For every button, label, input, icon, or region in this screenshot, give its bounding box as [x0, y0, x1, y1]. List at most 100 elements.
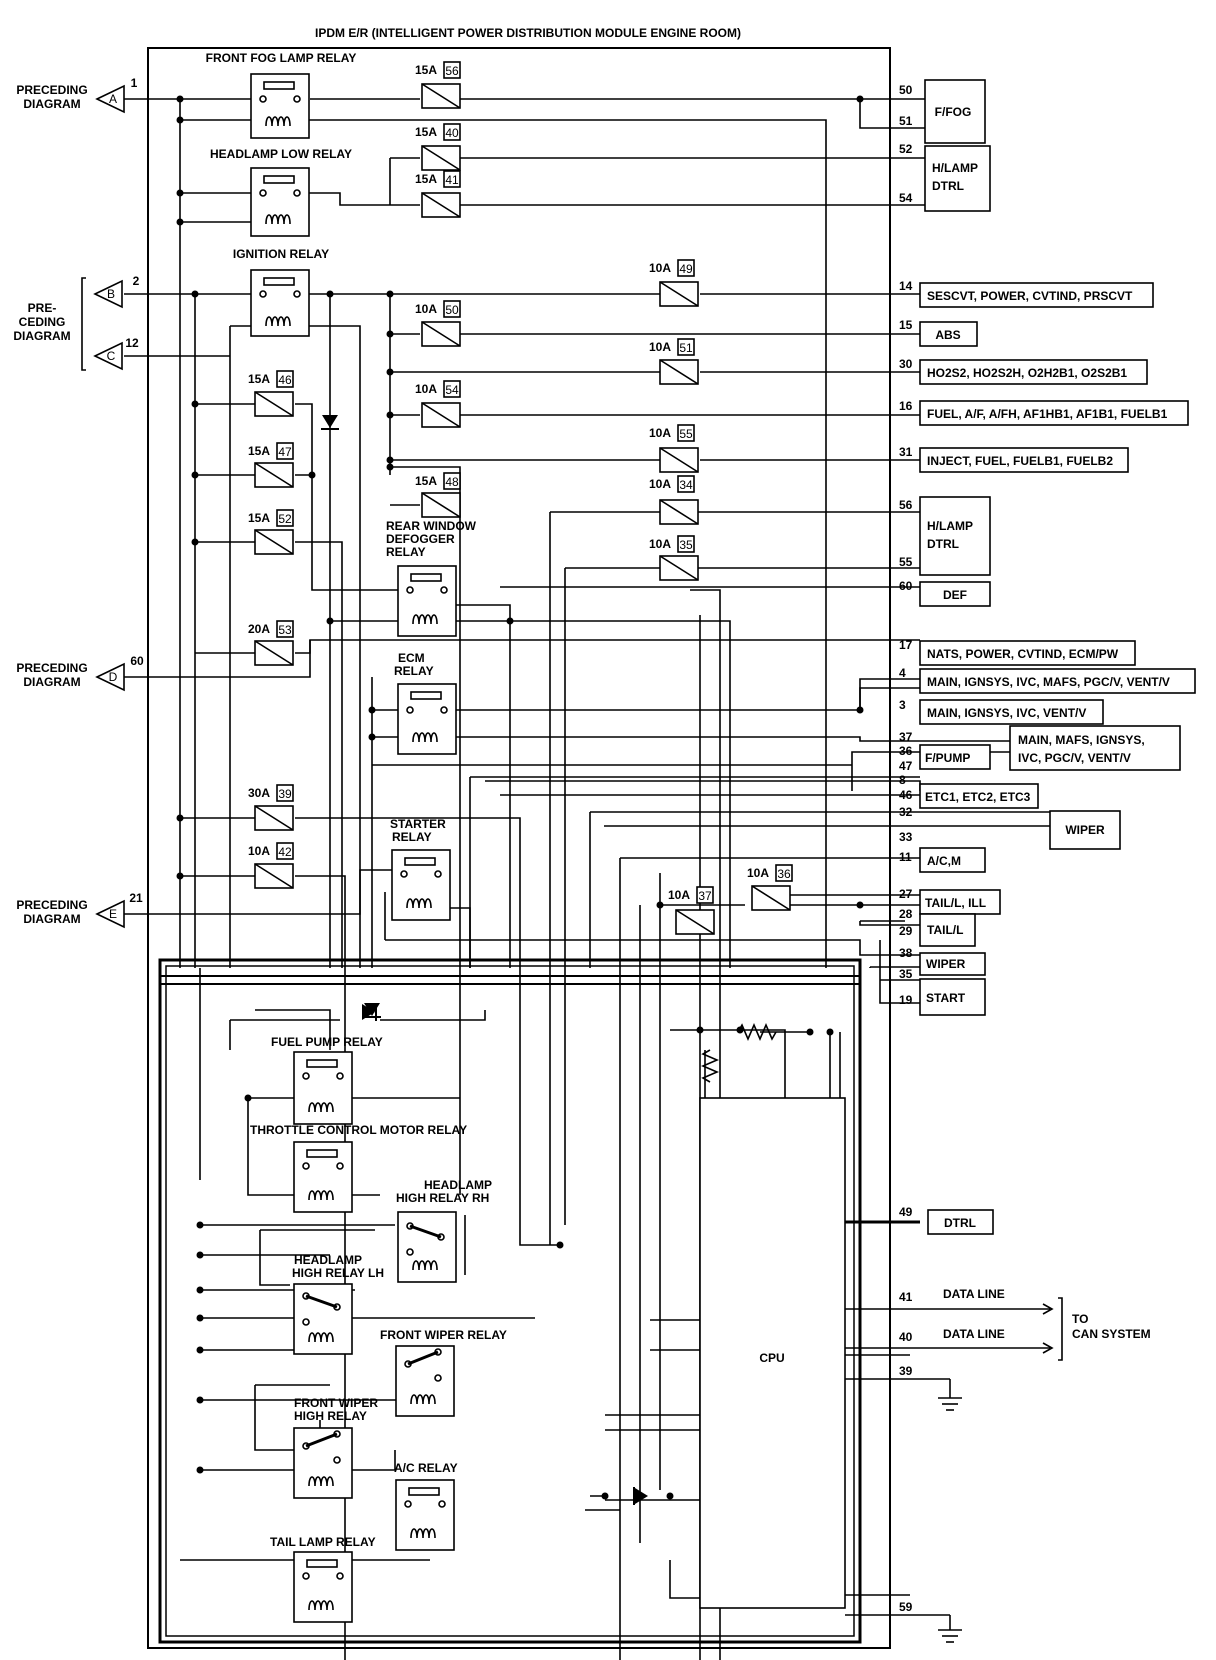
connector-e-id: E [109, 907, 117, 921]
fuse-56: 15A 56 [415, 61, 461, 109]
ecm-relay: ECM RELAY [394, 651, 457, 755]
fuse-50-num: 50 [445, 303, 459, 317]
throttle-control-motor-relay-label: THROTTLE CONTROL MOTOR RELAY [250, 1123, 467, 1137]
pin-32: 32 [899, 805, 913, 819]
pin-51: 51 [899, 114, 913, 128]
output-dtrl[interactable]: 49 DTRL [899, 1205, 994, 1235]
fuse-36-amp: 10A [747, 866, 769, 880]
pin-31: 31 [899, 445, 913, 459]
output-ho2s2-label: HO2S2, HO2S2H, O2H2B1, O2S2B1 [927, 366, 1127, 380]
headlamp-high-relay-rh: HEADLAMP HIGH RELAY RH [396, 1178, 492, 1283]
output-inject-label: INJECT, FUEL, FUELB1, FUELB2 [927, 454, 1113, 468]
output-start-label: START [926, 991, 966, 1005]
output-main-37-label-1: MAIN, MAFS, IGNSYS, [1018, 733, 1145, 747]
fuse-42: 10A 42 [248, 842, 294, 889]
output-ho2s2[interactable]: 30 HO2S2, HO2S2H, O2H2B1, O2S2B1 [899, 357, 1148, 385]
data-line-40[interactable]: 40 DATA LINE [845, 1327, 1054, 1354]
fuse-47-num: 47 [278, 445, 292, 459]
connector-e-label-line1: PRECEDING [16, 898, 87, 912]
rear-window-defogger-relay: REAR WINDOW DEFOGGER RELAY [386, 519, 477, 637]
output-fpump-label: F/PUMP [925, 751, 970, 765]
fuse-40-num: 40 [445, 126, 459, 140]
output-tail-ill-label: TAIL/L, ILL [925, 896, 986, 910]
fuse-39-num: 39 [278, 787, 292, 801]
pin-17: 17 [899, 638, 913, 652]
connector-b[interactable]: PRE- CEDING DIAGRAM B 2 [13, 274, 140, 371]
front-wiper-high-relay-label-1: FRONT WIPER [294, 1396, 378, 1410]
front-wiper-high-relay: FRONT WIPER HIGH RELAY [293, 1396, 378, 1499]
fuse-37-amp: 10A [668, 888, 690, 902]
fuse-40: 15A 40 [415, 123, 461, 171]
fuse-52-amp: 15A [248, 511, 270, 525]
headlamp-high-relay-rh-label-2: HIGH RELAY RH [396, 1191, 489, 1205]
output-wiper-2-label: WIPER [926, 957, 966, 971]
connector-a-label-line1: PRECEDING [16, 83, 87, 97]
output-def[interactable]: 60 DEF [899, 579, 991, 607]
pin-30: 30 [899, 357, 913, 371]
output-nats[interactable]: 17 NATS, POWER, CVTIND, ECM/PW [899, 638, 1136, 666]
output-etc[interactable]: 8 46 ETC1, ETC2, ETC3 [899, 773, 1039, 809]
headlamp-low-relay: HEADLAMP LOW RELAY [210, 147, 352, 237]
output-acm[interactable]: 11 A/C,M [899, 847, 986, 873]
fuse-56-amp: 15A [415, 63, 437, 77]
connector-e[interactable]: PRECEDING DIAGRAM E 21 [16, 891, 143, 929]
pin-50: 50 [899, 83, 913, 97]
fuse-34: 10A 34 [649, 475, 699, 525]
fuse-47-amp: 15A [248, 444, 270, 458]
fuse-37-num: 37 [698, 889, 712, 903]
output-tail-ill[interactable]: 27 TAIL/L, ILL [899, 887, 1001, 915]
output-main-4[interactable]: 4 MAIN, IGNSYS, IVC, MAFS, PGC/V, VENT/V [899, 666, 1196, 694]
connector-c-id: C [107, 349, 116, 363]
output-inject[interactable]: 31 INJECT, FUEL, FUELB1, FUELB2 [899, 445, 1129, 473]
pin-40: 40 [899, 1330, 913, 1344]
fuse-36: 10A 36 [747, 864, 793, 911]
headlamp-high-relay-lh-label-1: HEADLAMP [294, 1253, 362, 1267]
ground-59: 59 [845, 1600, 962, 1643]
headlamp-high-relay-rh-label-1: HEADLAMP [424, 1178, 492, 1192]
output-start[interactable]: 35 19 START [899, 967, 986, 1016]
fuse-48-amp: 15A [415, 474, 437, 488]
data-line-41[interactable]: 41 DATA LINE [845, 1287, 1054, 1315]
connector-c[interactable]: C 12 [93, 336, 139, 371]
fuse-35-amp: 10A [649, 537, 671, 551]
connector-a[interactable]: PRECEDING DIAGRAM A 1 [16, 76, 138, 114]
output-wiper-2[interactable]: 38 WIPER [899, 946, 986, 976]
fuse-52-num: 52 [278, 512, 292, 526]
pin-54: 54 [899, 191, 913, 205]
output-abs[interactable]: 15 ABS [899, 318, 978, 347]
pin-28: 28 [899, 907, 913, 921]
output-sescvt[interactable]: 14 SESCVT, POWER, CVTIND, PRSCVT [899, 279, 1154, 308]
pin-19: 19 [899, 993, 913, 1007]
fuse-41: 15A 41 [415, 170, 461, 218]
output-ffog[interactable]: 50 51 F/FOG [899, 79, 986, 144]
tail-lamp-relay-label: TAIL LAMP RELAY [270, 1535, 376, 1549]
output-main-37[interactable]: 37 36 MAIN, MAFS, IGNSYS, IVC, PGC/V, VE… [899, 725, 1181, 771]
output-hlamp-dtrl-2[interactable]: 56 55 H/LAMP DTRL [899, 496, 991, 576]
output-wiper-1[interactable]: 32 33 WIPER [899, 805, 1121, 850]
front-wiper-high-relay-label-2: HIGH RELAY [294, 1409, 367, 1423]
connector-d[interactable]: PRECEDING DIAGRAM D 60 [16, 654, 144, 692]
rear-window-defogger-relay-label-1: REAR WINDOW [386, 519, 477, 533]
pin-4: 4 [899, 666, 906, 680]
connector-a-label-line2: DIAGRAM [23, 97, 80, 111]
fuse-53: 20A 53 [248, 620, 294, 666]
pin-52: 52 [899, 142, 913, 156]
output-dtrl-label: DTRL [944, 1216, 976, 1230]
output-hlamp-dtrl-2-label-2: DTRL [927, 537, 959, 551]
output-hlamp-dtrl-1-label-1: H/LAMP [932, 161, 978, 175]
ignition-relay: IGNITION RELAY [233, 247, 329, 337]
fuse-35: 10A 35 [649, 535, 699, 581]
output-hlamp-dtrl-1[interactable]: 52 54 H/LAMP DTRL [899, 142, 991, 212]
ecm-relay-label-1: ECM [398, 651, 425, 665]
output-tail[interactable]: 28 29 TAIL/L [899, 907, 976, 947]
output-sescvt-label: SESCVT, POWER, CVTIND, PRSCVT [927, 289, 1133, 303]
fuse-37: 10A 37 [668, 886, 715, 935]
pin-38: 38 [899, 946, 913, 960]
pin-8: 8 [899, 773, 906, 787]
fuse-52: 15A 52 [248, 509, 294, 555]
fuse-41-amp: 15A [415, 172, 437, 186]
output-fpump[interactable]: 47 F/PUMP [899, 744, 991, 773]
output-main-3[interactable]: 3 MAIN, IGNSYS, IVC, VENT/V [899, 698, 1104, 725]
output-fuel-af[interactable]: 16 FUEL, A/F, A/FH, AF1HB1, AF1B1, FUELB… [899, 399, 1189, 426]
output-wiper-1-label: WIPER [1065, 823, 1105, 837]
